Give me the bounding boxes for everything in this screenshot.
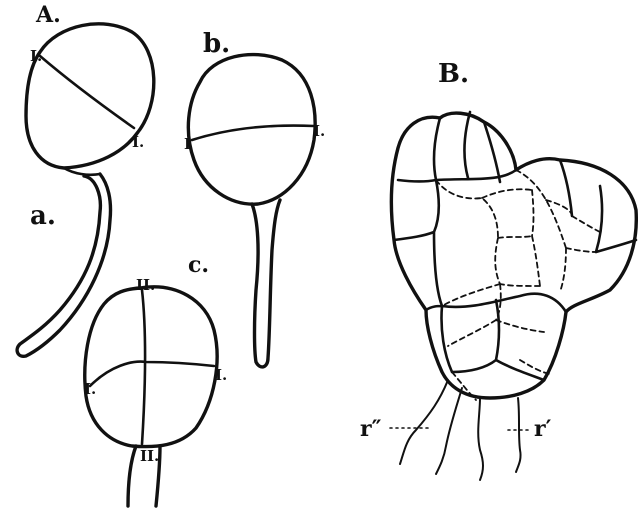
spore-a-wall-1: [40, 56, 134, 128]
rhizoid-left-1: [400, 380, 448, 464]
spore-c-wall-vertical: [142, 290, 145, 444]
wall-solid-1: [394, 112, 516, 310]
spore-b-mark-left: I: [184, 135, 191, 153]
rhizoid-right: [516, 398, 521, 472]
spore-a: I. I. a.: [17, 24, 154, 356]
wall-solid-3: [560, 160, 636, 252]
panel-a-label: A.: [35, 2, 61, 28]
rhizoid-left-2: [436, 388, 462, 474]
spore-b-label: b.: [203, 29, 230, 59]
rhizoid-right-label: r′: [534, 416, 552, 442]
spore-c-mark-bottom: II.: [140, 447, 159, 465]
rhizoid-middle: [478, 398, 483, 480]
spore-a-mark-left: I.: [30, 47, 42, 65]
spore-c-cell-outline: [85, 287, 217, 447]
spore-a-mark-right: I.: [132, 133, 144, 151]
spore-c: c. II. II. I. I.: [84, 252, 227, 506]
spore-b: b. I I.: [184, 29, 325, 367]
spore-b-stalk: [252, 200, 280, 367]
spore-b-cell-outline: [188, 55, 315, 205]
panel-b: B. r″ r′: [360, 59, 636, 480]
panel-a: A. I. I. a. b. I I. c. II.: [17, 2, 325, 506]
spore-c-label: c.: [188, 252, 209, 278]
spore-b-wall-1: [192, 126, 314, 140]
wall-dashed-1: [436, 180, 540, 306]
spore-c-mark-right: I.: [215, 366, 227, 384]
spore-c-mark-top: II.: [136, 276, 155, 294]
spore-a-label: a.: [30, 201, 56, 231]
spore-c-wall-horizontal: [90, 362, 214, 386]
spore-c-mark-left: I.: [84, 380, 96, 398]
wall-solid-2: [441, 294, 566, 380]
panel-b-label: B.: [438, 59, 469, 89]
cell-mass-outline: [391, 113, 636, 398]
spore-b-mark-right: I.: [313, 122, 325, 140]
wall-dashed-2: [516, 170, 600, 292]
rhizoid-left-label: r″: [360, 416, 382, 442]
